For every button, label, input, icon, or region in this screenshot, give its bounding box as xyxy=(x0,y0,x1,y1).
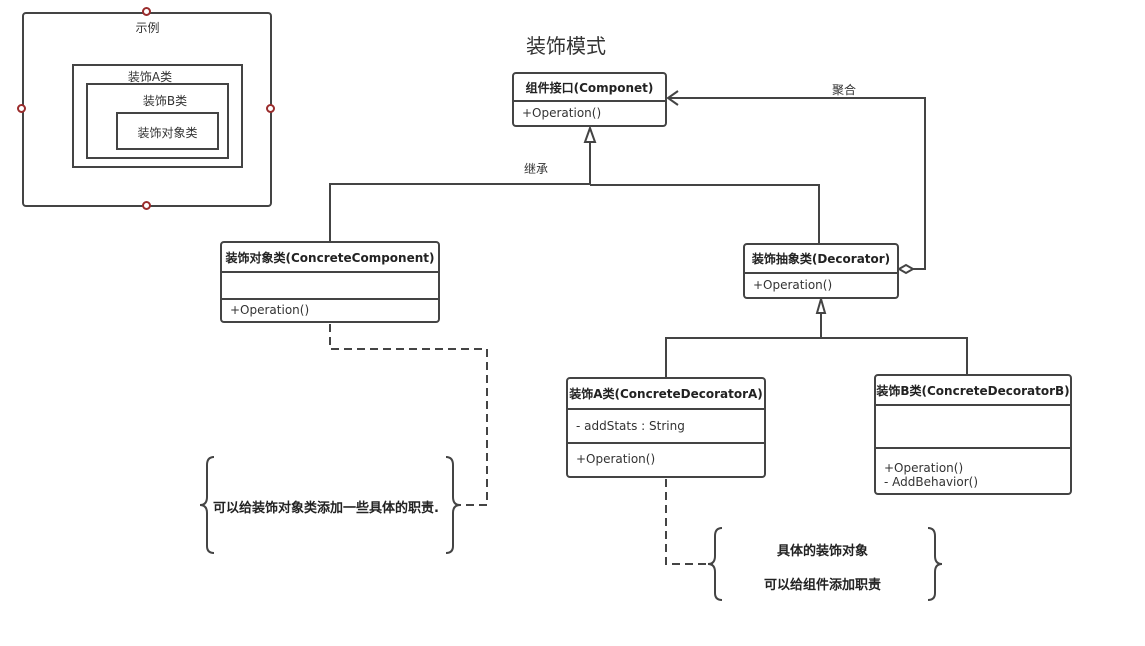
inheritance-line-decorator-a xyxy=(665,337,821,378)
class-component[interactable]: 组件接口(Componet) +Operation() xyxy=(512,72,667,127)
class-decorator-a[interactable]: 装饰A类(ConcreteDecoratorA) - addStats : St… xyxy=(566,377,766,478)
class-concrete-component-name: 装饰对象类(ConcreteComponent) xyxy=(222,243,438,273)
note-link-decorator-a xyxy=(665,479,713,565)
class-component-name: 组件接口(Componet) xyxy=(514,74,665,102)
decorator-b-box xyxy=(86,83,229,159)
aggregation-line xyxy=(668,97,926,270)
aggregation-arrow xyxy=(666,90,679,106)
class-decorator-b-attributes xyxy=(876,406,1070,449)
resize-handle-top[interactable] xyxy=(142,7,151,16)
decorator-note-line-2: 可以给组件添加职责 xyxy=(764,578,882,593)
note-link-concrete-component xyxy=(329,324,488,506)
inheritance-label: 继承 xyxy=(524,162,549,176)
class-decorator-a-method: +Operation() xyxy=(576,452,656,466)
left-brace-icon xyxy=(199,456,215,554)
aggregation-label: 聚合 xyxy=(832,83,857,97)
class-decorator-a-name: 装饰A类(ConcreteDecoratorA) xyxy=(568,379,764,410)
example-label: 示例 xyxy=(135,21,160,35)
decorator-note-line-1: 具体的装饰对象 xyxy=(777,544,869,559)
right-brace-icon xyxy=(445,456,461,554)
resize-handle-bottom[interactable] xyxy=(142,201,151,210)
class-decorator-b-name: 装饰B类(ConcreteDecoratorB) xyxy=(876,376,1070,406)
class-decorator-b[interactable]: 装饰B类(ConcreteDecoratorB) +Operation() - … xyxy=(874,374,1072,495)
decorator-b-box-label: 装饰B类 xyxy=(142,94,188,108)
class-decorator-b-methods: +Operation() - AddBehavior() xyxy=(876,449,1070,489)
left-brace-icon xyxy=(707,527,723,601)
class-component-method: +Operation() xyxy=(522,106,602,120)
class-decorator-b-method: +Operation() xyxy=(884,461,964,475)
class-concrete-component-method: +Operation() xyxy=(230,303,310,317)
class-concrete-component[interactable]: 装饰对象类(ConcreteComponent) +Operation() xyxy=(220,241,440,323)
decorator-a-box-label: 装饰A类 xyxy=(127,70,173,84)
component-box xyxy=(116,112,219,150)
inheritance-line-concrete-component xyxy=(329,183,590,241)
concrete-component-note: 可以给装饰对象类添加一些具体的职责. xyxy=(213,501,439,516)
inheritance-arrow-component xyxy=(583,125,597,143)
inheritance-line-decorator-b xyxy=(821,337,968,375)
class-concrete-component-attributes xyxy=(222,273,438,300)
inheritance-arrow-decorator xyxy=(815,295,827,314)
class-decorator-a-attribute: - addStats : String xyxy=(568,410,764,444)
class-decorator-method: +Operation() xyxy=(753,278,833,292)
resize-handle-right[interactable] xyxy=(266,104,275,113)
aggregation-diamond xyxy=(896,263,916,275)
right-brace-icon xyxy=(927,527,943,601)
class-decorator-name: 装饰抽象类(Decorator) xyxy=(745,245,897,274)
decorator-a-box xyxy=(72,64,243,168)
diagram-title: 装饰模式 xyxy=(526,34,606,58)
component-box-label: 装饰对象类 xyxy=(137,126,198,140)
resize-handle-left[interactable] xyxy=(17,104,26,113)
inheritance-line-decorator xyxy=(590,184,820,244)
class-decorator-b-method: - AddBehavior() xyxy=(884,475,979,489)
class-decorator[interactable]: 装饰抽象类(Decorator) +Operation() xyxy=(743,243,899,299)
